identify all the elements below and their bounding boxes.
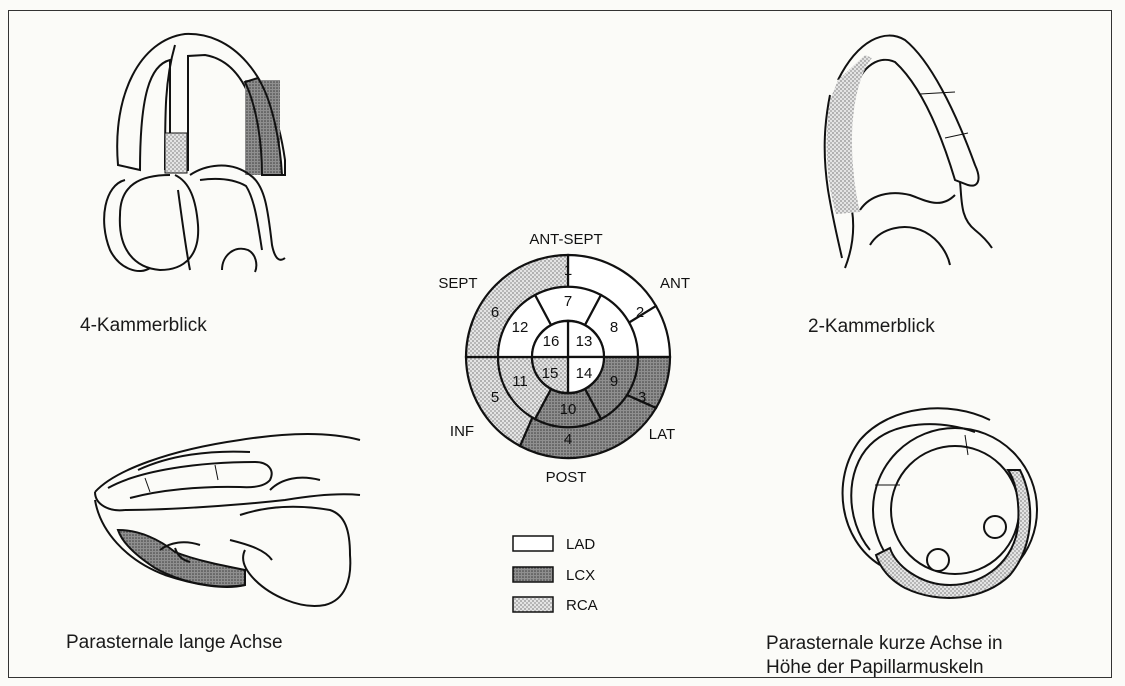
direction-ant-sept: ANT-SEPT (529, 231, 602, 248)
legend-swatch-rca (513, 597, 553, 612)
segment-label-13: 13 (576, 333, 593, 350)
segment-label-4: 4 (564, 431, 572, 448)
segment-label-7: 7 (564, 293, 572, 310)
segment-label-1: 1 (564, 262, 572, 279)
legend (513, 536, 553, 612)
segment-label-15: 15 (542, 365, 559, 382)
caption-long-axis: Parasternale lange Achse (66, 632, 283, 654)
direction-ant: ANT (660, 275, 690, 292)
segment-label-14: 14 (576, 365, 593, 382)
segment-label-2: 2 (636, 304, 644, 321)
direction-lat: LAT (649, 426, 675, 443)
bullseye-plot (466, 255, 670, 458)
segment-label-11: 11 (512, 373, 528, 390)
legend-label-lad: LAD (566, 536, 595, 553)
legend-swatch-lad (513, 536, 553, 551)
caption-four-chamber: 4-Kammerblick (80, 315, 207, 337)
segment-label-8: 8 (610, 319, 618, 336)
caption-short-axis-line1: Parasternale kurze Achse in (766, 632, 1003, 656)
segment-label-9: 9 (610, 373, 618, 390)
segment-label-10: 10 (560, 401, 577, 418)
long-axis-drawing (95, 434, 360, 606)
two-chamber-drawing (825, 36, 992, 268)
legend-label-rca: RCA (566, 597, 598, 614)
caption-short-axis-line2: Höhe der Papillarmuskeln (766, 656, 1003, 680)
legend-label-lcx: LCX (566, 567, 595, 584)
direction-inf: INF (450, 423, 474, 440)
direction-post: POST (546, 469, 587, 486)
segment-label-3: 3 (638, 389, 646, 406)
caption-two-chamber: 2-Kammerblick (808, 316, 935, 338)
short-axis-drawing (843, 408, 1037, 598)
legend-swatch-lcx (513, 567, 553, 582)
caption-short-axis: Parasternale kurze Achse in Höhe der Pap… (766, 632, 1003, 680)
segment-label-5: 5 (491, 389, 499, 406)
segment-label-12: 12 (512, 319, 529, 336)
segment-label-16: 16 (543, 333, 560, 350)
segment-label-6: 6 (491, 304, 499, 321)
direction-sept: SEPT (438, 275, 477, 292)
four-chamber-drawing (104, 34, 285, 272)
